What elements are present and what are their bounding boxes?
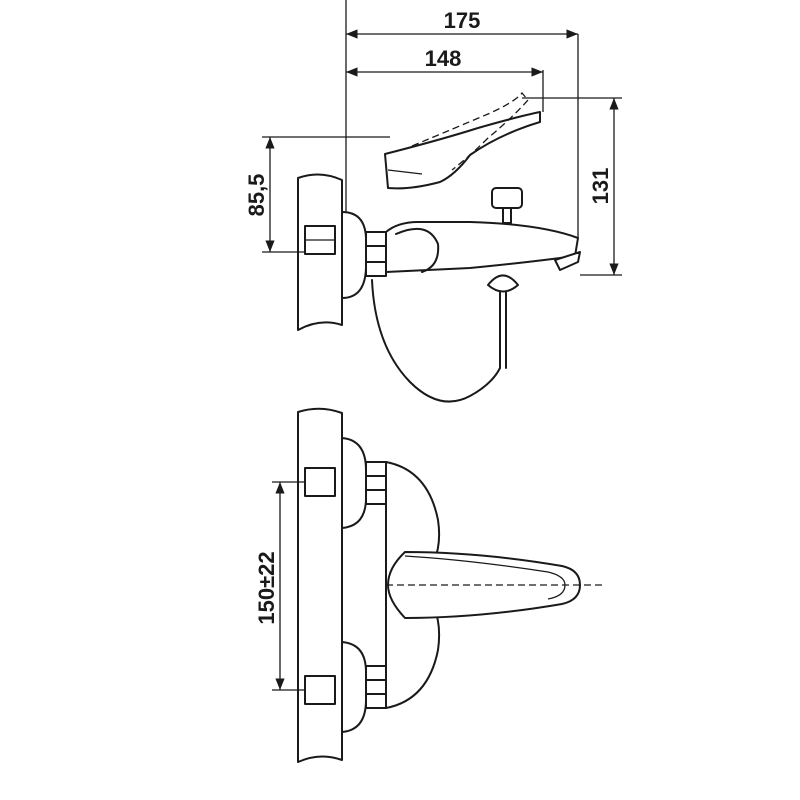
side-body-contour	[395, 227, 440, 273]
dim-inlet-spacing-label: 150±22	[254, 551, 279, 624]
side-escutcheon	[341, 211, 367, 299]
side-view: 175 148 131 85,5	[244, 0, 622, 403]
side-inlet-pipe	[304, 225, 336, 255]
front-view: 150±22	[254, 407, 605, 763]
dim-spout-length: 148	[346, 46, 544, 112]
front-top-inlet	[304, 437, 387, 529]
front-bottom-inlet	[304, 641, 387, 733]
dim-inlet-height-label: 85,5	[244, 174, 269, 217]
side-lever-alt-position	[411, 91, 529, 171]
dim-overall-length: 175	[346, 8, 579, 238]
side-shower-hose	[371, 274, 519, 403]
front-lever	[387, 551, 581, 619]
side-hex-nut	[365, 231, 387, 277]
front-lever-edge	[404, 555, 566, 600]
side-lever	[384, 111, 541, 190]
dim-inlet-spacing: 150±22	[254, 481, 305, 691]
dim-overall-length-label: 175	[444, 8, 481, 33]
dim-height: 131	[522, 97, 622, 276]
side-wall	[297, 173, 343, 331]
side-body	[385, 221, 579, 273]
dim-spout-length-label: 148	[425, 46, 462, 71]
front-wall	[297, 407, 343, 763]
side-diverter-knob	[491, 187, 523, 224]
side-spout-tip	[554, 251, 581, 271]
side-lever-detail	[387, 169, 423, 175]
dim-inlet-height: 85,5	[244, 136, 390, 253]
dim-height-label: 131	[588, 168, 613, 205]
